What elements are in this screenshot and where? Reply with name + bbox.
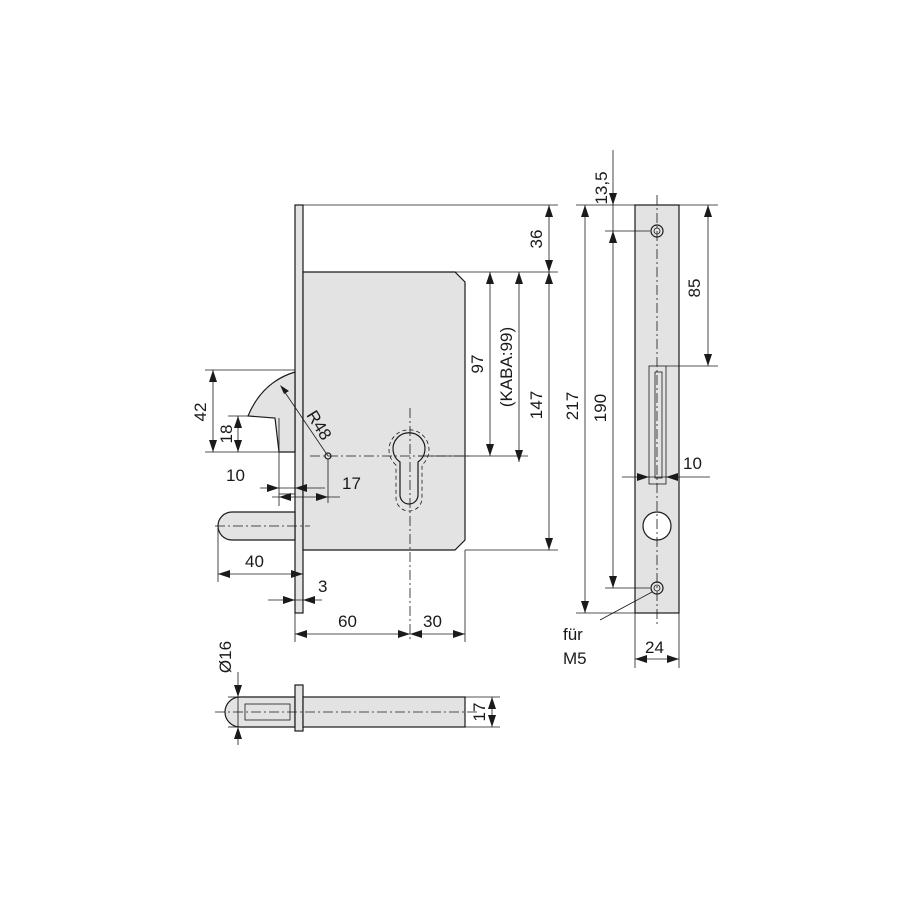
- dim-24: 24: [645, 638, 664, 657]
- dim-kaba: (KABA:99): [497, 327, 516, 407]
- dim-147: 147: [527, 391, 546, 419]
- lock-case: [302, 271, 466, 551]
- dim-17-bolt: 17: [470, 703, 489, 722]
- dim-190: 190: [591, 394, 610, 422]
- dim-60: 60: [338, 612, 357, 631]
- hook-latch: [247, 371, 296, 453]
- strike-plate-view: [634, 195, 680, 625]
- lock-front-view: [215, 204, 470, 640]
- lock-bottom-dimensions: [294, 550, 466, 642]
- lock-left-dimensions: [205, 369, 340, 613]
- lock-vertical-dimensions: [303, 204, 558, 551]
- dim-97: 97: [468, 355, 487, 374]
- dim-13-5: 13,5: [592, 171, 611, 204]
- dim-dia16: Ø16: [216, 641, 235, 673]
- strike-dimensions: [576, 150, 718, 668]
- screw-note-line1: für: [563, 625, 583, 644]
- dim-36: 36: [527, 230, 546, 249]
- dim-42: 42: [191, 403, 210, 422]
- dim-217: 217: [563, 392, 582, 420]
- dim-17-hook: 17: [342, 474, 361, 493]
- dim-40: 40: [245, 552, 264, 571]
- cylinder-keyhole: [392, 432, 426, 505]
- dim-10-hook: 10: [226, 466, 245, 485]
- dim-85: 85: [685, 279, 704, 298]
- screw-note-line2: M5: [563, 649, 587, 668]
- dim-18: 18: [217, 425, 236, 444]
- dim-10-strike: 10: [683, 454, 702, 473]
- bolt-side-view: [215, 672, 500, 745]
- dim-3: 3: [318, 577, 327, 596]
- dim-30: 30: [423, 612, 442, 631]
